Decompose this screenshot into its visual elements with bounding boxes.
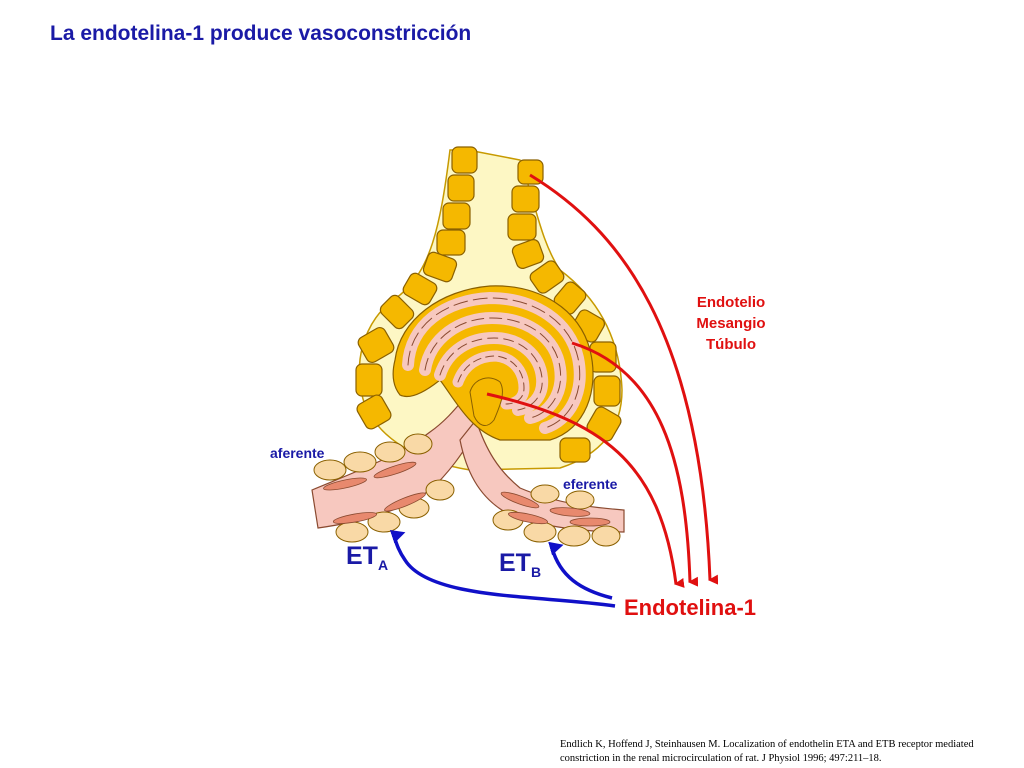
eta-receptor-label: ETA xyxy=(346,542,388,573)
source-tubule: Túbulo xyxy=(706,336,756,353)
tubule-cells xyxy=(355,146,622,463)
endothelin-sources-list: Endotelio Mesangio Túbulo xyxy=(676,292,786,355)
endothelin-1-label: Endotelina-1 xyxy=(624,595,757,620)
etb-subscript: B xyxy=(530,564,542,580)
eta-subscript: A xyxy=(377,557,389,573)
etb-receptor-label: ETB xyxy=(499,549,541,580)
vessel-smooth-muscle xyxy=(323,461,611,527)
afferent-label: aferente xyxy=(270,445,325,461)
glomerular-tuft xyxy=(392,285,594,441)
etb-main: ET xyxy=(499,549,531,577)
reference-citation: Endlich K, Hoffend J, Steinhausen M. Loc… xyxy=(560,739,974,764)
eta-main: ET xyxy=(346,542,378,570)
efferent-vessel xyxy=(459,418,625,533)
efferent-label: eferente xyxy=(563,476,618,492)
source-mesangium: Mesangio xyxy=(696,315,766,332)
blue-arrows xyxy=(389,529,616,608)
source-endothelium: Endotelio xyxy=(696,294,766,311)
red-arrows xyxy=(486,173,719,588)
vascular-pole xyxy=(469,377,503,426)
slide-title: La endotelina-1 produce vasoconstricción xyxy=(50,22,472,45)
